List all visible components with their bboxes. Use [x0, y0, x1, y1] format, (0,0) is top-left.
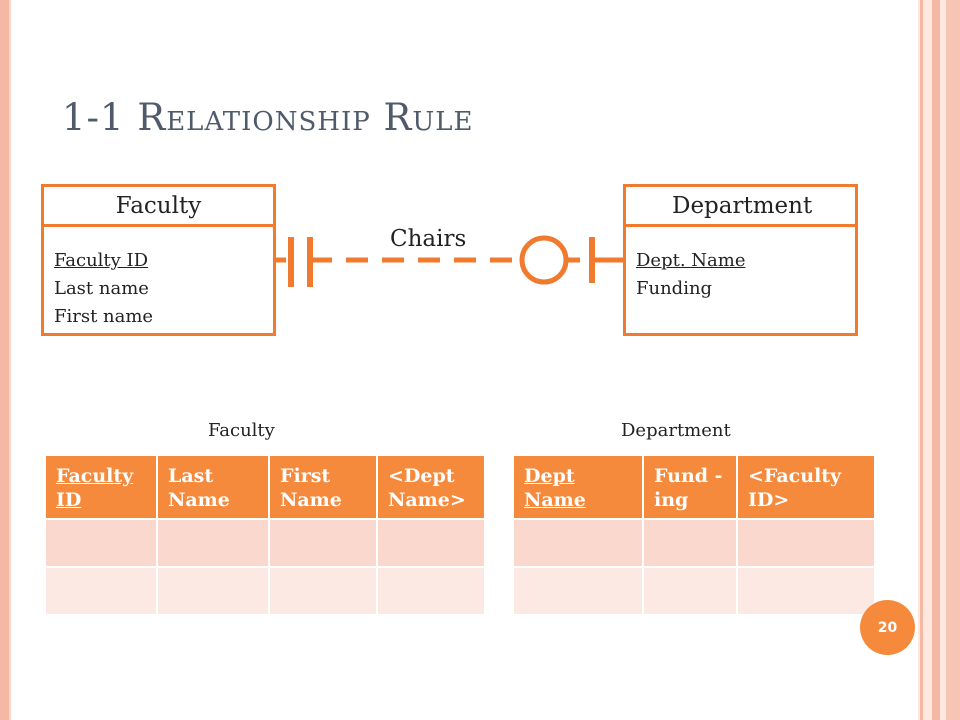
table-header-row: Faculty ID Last Name First Name <Dept Na… — [44, 454, 486, 520]
table-cell — [736, 518, 876, 568]
department-col-funding: Fund -ing — [642, 454, 738, 520]
faculty-attr-first-name: First name — [54, 306, 154, 327]
faculty-attr-faculty-id: Faculty ID — [54, 250, 149, 271]
left-frame-line — [9, 0, 11, 720]
table-cell — [642, 518, 738, 568]
right-frame-stripe — [920, 0, 923, 720]
table-cell — [512, 518, 644, 568]
table-cell — [268, 518, 378, 568]
table-row — [512, 566, 876, 616]
optional-circle — [519, 235, 569, 285]
faculty-entity-attributes: Faculty ID Last name First name — [44, 227, 273, 331]
department-table-caption: Department — [621, 420, 731, 441]
department-attr-funding: Funding — [636, 278, 713, 299]
department-entity-name: Department — [626, 187, 855, 227]
table-row — [512, 518, 876, 568]
table-cell — [512, 566, 644, 616]
table-cell — [44, 518, 158, 568]
right-frame-stripe — [932, 0, 940, 720]
department-attr-dept-name: Dept. Name — [636, 250, 746, 271]
table-cell — [44, 566, 158, 616]
faculty-table-caption: Faculty — [208, 420, 275, 441]
table-row — [44, 566, 486, 616]
department-col-dept-name: Dept Name — [512, 454, 644, 520]
right-frame-bars — [918, 0, 960, 720]
faculty-attr-last-name: Last name — [54, 278, 149, 299]
relationship-label: Chairs — [390, 226, 467, 252]
table-cell — [376, 566, 486, 616]
faculty-col-first-name: First Name — [268, 454, 378, 520]
table-header-row: Dept Name Fund -ing <Faculty ID> — [512, 454, 876, 520]
faculty-col-dept-name: <Dept Name> — [376, 454, 486, 520]
left-frame-bar — [0, 0, 9, 720]
faculty-entity-box: Faculty Faculty ID Last name First name — [41, 184, 276, 336]
table-cell — [642, 566, 738, 616]
table-cell — [376, 518, 486, 568]
table-cell — [156, 518, 270, 568]
department-table: Dept Name Fund -ing <Faculty ID> — [512, 454, 876, 616]
faculty-table: Faculty ID Last Name First Name <Dept Na… — [44, 454, 486, 616]
table-cell — [156, 566, 270, 616]
faculty-col-last-name: Last Name — [156, 454, 270, 520]
table-cell — [736, 566, 876, 616]
slide-title: 1-1 Relationship Rule — [62, 96, 474, 139]
table-cell — [268, 566, 378, 616]
faculty-col-faculty-id: Faculty ID — [44, 454, 158, 520]
faculty-entity-name: Faculty — [44, 187, 273, 227]
department-entity-attributes: Dept. Name Funding — [626, 227, 855, 303]
department-col-faculty-id: <Faculty ID> — [736, 454, 876, 520]
relationship-connector — [276, 235, 626, 287]
department-entity-box: Department Dept. Name Funding — [623, 184, 858, 336]
table-row — [44, 518, 486, 568]
right-frame-stripe — [946, 0, 960, 720]
page-number-badge: 20 — [860, 600, 915, 655]
